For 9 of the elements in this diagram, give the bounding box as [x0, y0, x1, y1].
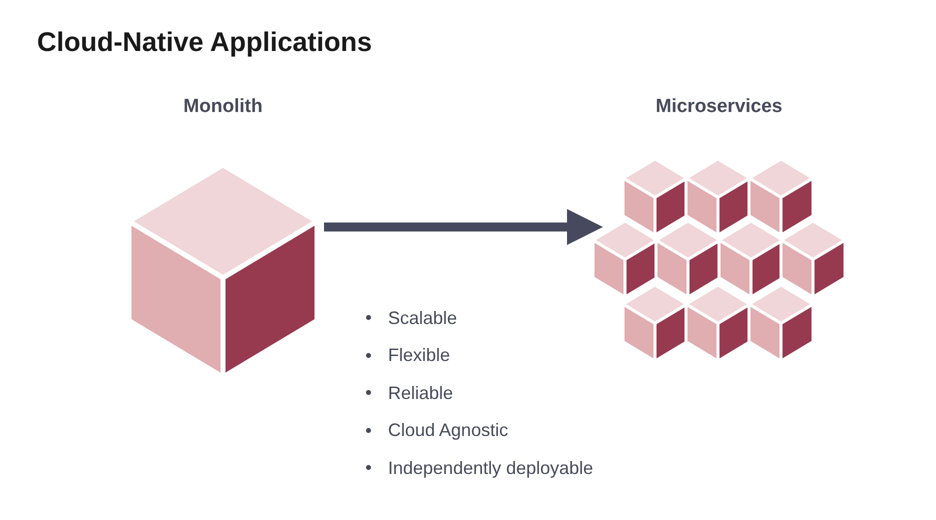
arrow: [324, 209, 603, 245]
bullet-item: Cloud Agnostic: [388, 419, 508, 442]
heading: Microservices: [654, 95, 784, 119]
title: Cloud-Native Applications: [37, 26, 372, 59]
bullet-item: Flexible: [388, 344, 450, 368]
heading: Monolith: [182, 95, 264, 119]
bullet-item: Independently deployable: [388, 456, 594, 480]
bullet-item: Scalable: [388, 306, 458, 330]
bullet-item: Reliable: [388, 382, 454, 405]
